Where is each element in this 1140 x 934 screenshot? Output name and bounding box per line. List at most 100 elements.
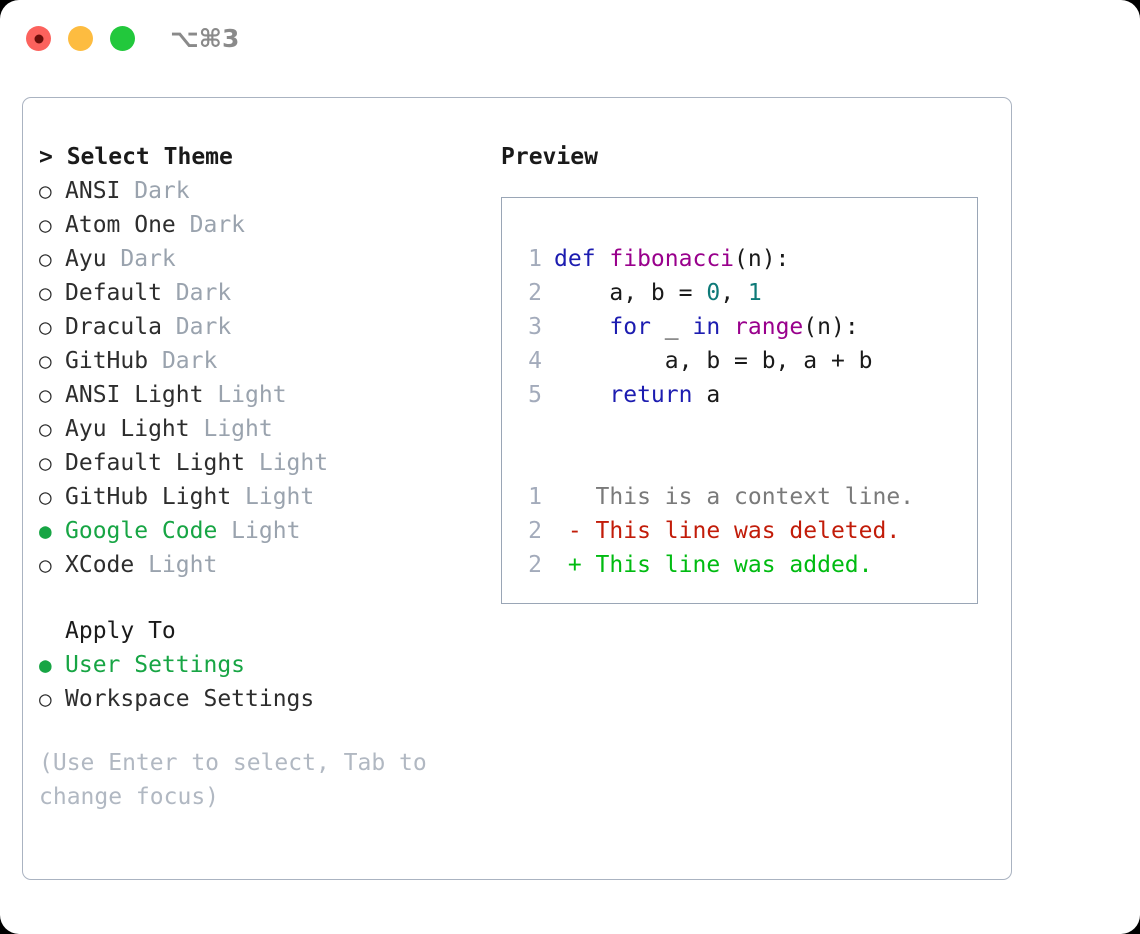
zoom-button[interactable]	[110, 26, 135, 51]
line-number: 2	[528, 280, 542, 306]
radio-unselected-icon: ○	[39, 315, 52, 339]
preview-title: Preview	[501, 144, 598, 170]
blank-separator-2	[512, 446, 914, 480]
token-kw: in	[692, 314, 721, 340]
theme-option-github-light[interactable]: ○GitHub Light Light	[39, 480, 489, 514]
theme-option-variant: Dark	[175, 212, 246, 238]
line-number: 1	[528, 246, 542, 272]
code-text: for _ in range(n):	[554, 310, 859, 344]
line-number: 1	[528, 484, 542, 510]
diff-line-del: 2 - This line was deleted.	[512, 514, 914, 548]
theme-option-ansi-light[interactable]: ○ ANSI Light Light	[39, 378, 489, 412]
radio-selected-icon: ●	[39, 519, 52, 543]
theme-option-ayu-light[interactable]: ○ Ayu Light Light	[39, 412, 489, 446]
line-number: 2	[528, 552, 542, 578]
theme-option-name: Atom One	[65, 212, 176, 238]
blank-separator	[512, 412, 914, 446]
code-line: 3 for _ in range(n):	[512, 310, 914, 344]
apply-to-option-list: ● User Settings ○Workspace Settings	[39, 648, 489, 716]
theme-option-name: XCode	[65, 552, 135, 578]
line-number: 4	[528, 348, 542, 374]
diff-text: This is a context line.	[554, 484, 915, 510]
theme-option-default-light[interactable]: ○Default Light Light	[39, 446, 489, 480]
theme-option-name: Default	[65, 280, 162, 306]
theme-option-variant: Dark	[106, 246, 176, 272]
token-pl: a, b =	[554, 280, 707, 306]
theme-option-xcode[interactable]: ○ XCode Light	[39, 548, 489, 582]
token-pl: a, b = b, a + b	[554, 348, 873, 374]
theme-option-ansi[interactable]: ○ ANSI Dark	[39, 174, 489, 208]
radio-unselected-icon: ○	[39, 179, 52, 203]
radio-unselected-icon: ○	[39, 451, 52, 475]
diff-line-add: 2 + This line was added.	[512, 548, 914, 582]
theme-option-name: Google Code	[65, 518, 218, 544]
theme-option-name: ANSI Light	[65, 382, 204, 408]
theme-option-variant: Light	[231, 484, 315, 510]
code-text: def fibonacci(n):	[554, 242, 789, 276]
apply-to-option-user-settings[interactable]: ● User Settings	[39, 648, 489, 682]
recording-indicator-icon	[34, 34, 43, 43]
token-pl: (n):	[803, 314, 859, 340]
theme-option-variant: Light	[189, 416, 273, 442]
code-text: return a	[554, 378, 720, 412]
apply-to-option-name: User Settings	[65, 652, 246, 678]
theme-option-dracula[interactable]: ○Dracula Dark	[39, 310, 489, 344]
theme-option-default[interactable]: ○Default Dark	[39, 276, 489, 310]
token-kw: for	[609, 314, 651, 340]
theme-option-list: ○ANSI Dark○Atom One Dark○Ayu Dark○Defaul…	[39, 174, 489, 582]
theme-picker-column: > Select Theme ○ANSI Dark○Atom One Dark○…	[39, 140, 489, 814]
token-num: 1	[747, 280, 762, 306]
close-button[interactable]	[26, 26, 51, 51]
diff-lines: 1 This is a context line.2 - This line w…	[512, 480, 914, 582]
window-controls	[26, 26, 135, 51]
radio-unselected-icon: ○	[39, 247, 52, 271]
diff-line-ctx: 1 This is a context line.	[512, 480, 914, 514]
minimize-button[interactable]	[68, 26, 93, 51]
radio-unselected-icon: ○	[39, 485, 52, 509]
line-number: 3	[528, 314, 542, 340]
theme-option-variant: Light	[134, 552, 218, 578]
code-line: 4 a, b = b, a + b	[512, 344, 914, 378]
theme-option-variant: Light	[217, 518, 301, 544]
theme-option-atom-one[interactable]: ○ Atom One Dark	[39, 208, 489, 242]
code-text: a, b = 0, 1	[554, 276, 762, 310]
apply-to-option-workspace-settings[interactable]: ○Workspace Settings	[39, 682, 489, 716]
theme-option-name: ANSI	[65, 178, 121, 204]
radio-unselected-icon: ○	[39, 213, 52, 237]
theme-option-name: Ayu Light	[65, 416, 190, 442]
keyboard-hint: (Use Enter to select, Tab to change focu…	[39, 750, 427, 810]
token-pl	[554, 382, 609, 408]
token-pl: a	[692, 382, 721, 408]
radio-selected-icon: ●	[39, 653, 52, 677]
radio-unselected-icon: ○	[39, 553, 52, 577]
keyboard-shortcut-label: ⌥⌘3	[170, 24, 240, 53]
theme-option-github[interactable]: ○GitHub Dark	[39, 344, 489, 378]
theme-option-google-code[interactable]: ● Google Code Light	[39, 514, 489, 548]
code-line: 5 return a	[512, 378, 914, 412]
line-number: 2	[528, 518, 542, 544]
theme-option-ayu[interactable]: ○ Ayu Dark	[39, 242, 489, 276]
token-fn: range	[734, 314, 804, 340]
radio-unselected-icon: ○	[39, 417, 52, 441]
theme-option-name: Dracula	[65, 314, 162, 340]
theme-option-variant: Light	[203, 382, 287, 408]
theme-option-variant: Dark	[120, 178, 190, 204]
apply-to-option-name: Workspace Settings	[65, 686, 315, 712]
radio-unselected-icon: ○	[39, 383, 52, 407]
theme-option-variant: Dark	[148, 348, 218, 374]
diff-text: - This line was deleted.	[554, 518, 901, 544]
page-title: > Select Theme	[39, 144, 233, 170]
token-num: 0	[706, 280, 721, 306]
title-bar: ⌥⌘3	[0, 0, 1140, 78]
token-pl: _	[650, 314, 693, 340]
radio-unselected-icon: ○	[39, 349, 52, 373]
theme-option-name: Default Light	[65, 450, 246, 476]
token-kw: return	[609, 382, 693, 408]
token-fn: fibonacci	[609, 246, 735, 272]
theme-option-name: Ayu	[65, 246, 107, 272]
